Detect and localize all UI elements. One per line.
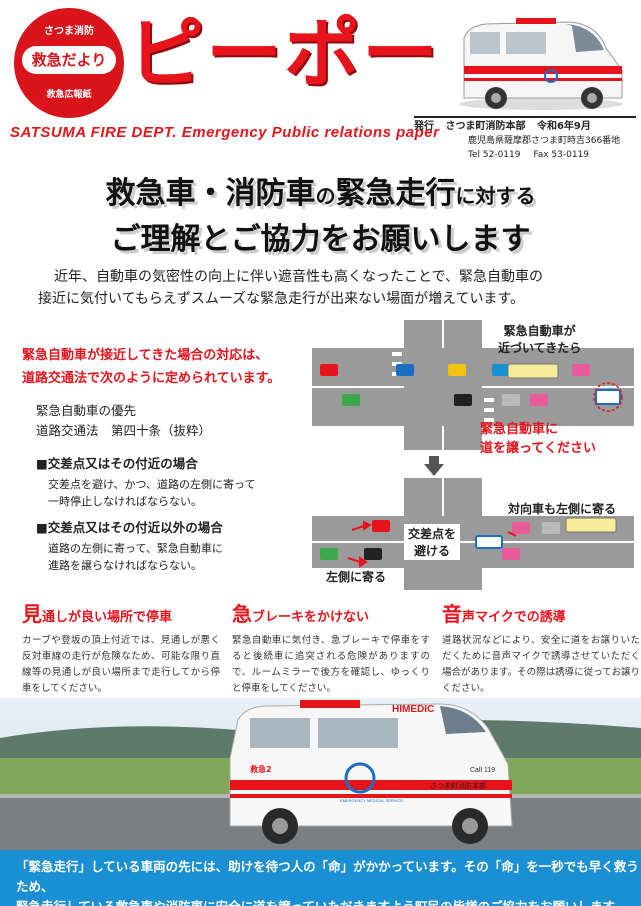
tip2-heading-rest: ブレーキをかけない bbox=[252, 610, 370, 625]
photo-call-text: Call 119 bbox=[470, 767, 495, 774]
publisher-label: 発行 bbox=[414, 121, 434, 132]
masthead-title: ピーポー bbox=[128, 9, 440, 98]
main-title-line1: 救急車・消防車の緊急走行に対する bbox=[0, 168, 641, 212]
diag1-yield-line2: 道を譲ってください bbox=[480, 441, 596, 456]
title-part4: に対する bbox=[455, 184, 536, 208]
diag2-avoid-line1: 交差点を bbox=[408, 527, 457, 541]
seal-top-text: さつま消防 bbox=[44, 26, 94, 37]
footer-line1: 「緊急走行」している車両の先には、助けを待つ人の「命」がかかっています。その「命… bbox=[16, 859, 639, 894]
tip1-heading-rest: 通しが良い場所で停車 bbox=[42, 610, 173, 625]
seal-mid-text: 救急だより bbox=[22, 46, 116, 74]
photo-brand-text: HIMEDIC bbox=[392, 704, 434, 715]
rule2-heading: ■交差点又はその付近以外の場合 bbox=[36, 520, 223, 535]
rule-non-intersection: ■交差点又はその付近以外の場合 道路の左側に寄って、緊急自動車に 進路を譲らなけ… bbox=[36, 519, 223, 574]
diag1-approach-label: 緊急自動車が 近づいてきたら bbox=[498, 322, 581, 356]
tip2-heading: 急ブレーキをかけない bbox=[232, 598, 430, 627]
tip-column-voice: 音声マイクでの誘導 道路状況などにより、安全に道をお譲りいただくために音声マイク… bbox=[442, 598, 640, 697]
publisher-address: 鹿児島県薩摩郡さつま町時吉366番地 bbox=[468, 136, 621, 146]
photo-emblem-text: EMERGENCY MEDICAL SERVICE bbox=[340, 798, 403, 803]
rule1-body1: 交差点を避け、かつ、道路の左側に寄って bbox=[48, 478, 256, 491]
intro-paragraph: 近年、自動車の気密性の向上に伴い遮音性も高くなったことで、緊急自動車の 接近に気… bbox=[38, 266, 614, 310]
rule-intersection: ■交差点又はその付近の場合 交差点を避け、かつ、道路の左側に寄って 一時停止しな… bbox=[36, 455, 255, 510]
tip2-body: 緊急自動車に気付き、急ブレーキで停車をすると後続車に追突される危険がありますので… bbox=[232, 635, 430, 694]
diag2-avoid-label: 交差点を 避ける bbox=[404, 524, 461, 560]
publisher-info: 発行 さつま町消防本部 令和6年9月 鹿児島県薩摩郡さつま町時吉366番地 Te… bbox=[414, 116, 636, 162]
diag1-approach-line2: 近づいてきたら bbox=[498, 341, 582, 355]
law-title: 緊急自動車の優先 bbox=[36, 403, 137, 418]
tip3-heading-rest: 声マイクでの誘導 bbox=[462, 610, 566, 625]
diag1-yield-label: 緊急自動車に 道を譲ってください bbox=[480, 418, 596, 456]
law-heading-line1: 緊急自動車が接近してきた場合の対応は、 bbox=[22, 348, 269, 363]
rule1-body2: 一時停止しなければならない。 bbox=[48, 495, 202, 508]
title-part2: の bbox=[315, 184, 336, 208]
intro-line1: 近年、自動車の気密性の向上に伴い遮音性も高くなったことで、緊急自動車の bbox=[54, 269, 544, 285]
issue-date: 令和6年9月 bbox=[536, 121, 591, 132]
photo-unit-text: 救急2 bbox=[250, 764, 272, 774]
tip3-heading-first: 音 bbox=[442, 602, 462, 626]
footer-line2: 緊急走行している救急車や消防車に安全に道を譲っていただきますよう町民の皆様のご協… bbox=[16, 897, 641, 906]
tip3-heading: 音声マイクでの誘導 bbox=[442, 598, 640, 627]
tip1-heading: 見通しが良い場所で停車 bbox=[22, 598, 220, 627]
tip2-heading-first: 急 bbox=[232, 602, 252, 626]
tip1-heading-first: 見 bbox=[22, 602, 42, 626]
diag1-yield-line1: 緊急自動車に bbox=[480, 422, 559, 437]
header: さつま消防 救急だより 救急広報紙 ピーポー SATSUMA FIRE DEPT… bbox=[0, 0, 641, 160]
intersection-diagram-before bbox=[312, 320, 634, 450]
title-part1: 救急車・消防車 bbox=[105, 176, 316, 211]
footer-message: 「緊急走行」している車両の先には、助けを待つ人の「命」がかかっています。その「命… bbox=[0, 850, 641, 906]
diag2-left-label: 左側に寄る bbox=[326, 570, 387, 584]
rule2-body2: 進路を譲らなければならない。 bbox=[48, 559, 202, 572]
law-article: 道路交通法 第四十条（抜粋） bbox=[36, 423, 212, 438]
main-title-line2: ご理解とご協力をお願いします bbox=[110, 222, 531, 257]
subbanner: SATSUMA FIRE DEPT. Emergency Public rela… bbox=[10, 124, 440, 141]
publisher-name: さつま町消防本部 bbox=[445, 121, 526, 132]
intro-line2: 接近に気付いてもらえずスムーズな緊急走行が出来ない場面が増えています。 bbox=[38, 291, 525, 307]
publisher-tel: Tel 52-0119 bbox=[468, 150, 521, 160]
law-citation: 緊急自動車の優先 道路交通法 第四十条（抜粋） bbox=[36, 401, 211, 441]
law-heading: 緊急自動車が接近してきた場合の対応は、 道路交通法で次のように定められています。 bbox=[22, 344, 312, 390]
tip3-body: 道路状況などにより、安全に道をお譲りいただくために音声マイクで誘導させていただく… bbox=[442, 635, 640, 694]
rule2-body1: 道路の左側に寄って、緊急自動車に bbox=[48, 542, 223, 555]
ambulance-photo: HIMEDIC Call 119 救急2 さつま町消防本部 EMERGENCY … bbox=[0, 698, 641, 850]
tip-column-visibility: 見通しが良い場所で停車 カーブや登坂の頂上付近では、見通しが悪く反対車線の走行が… bbox=[22, 598, 220, 697]
tip-column-braking: 急ブレーキをかけない 緊急自動車に気付き、急ブレーキで停車をすると後続車に追突さ… bbox=[232, 598, 430, 697]
tip1-body: カーブや登坂の頂上付近では、見通しが悪く反対車線の走行が危険なため、可能な限り直… bbox=[22, 635, 220, 694]
publisher-fax: Fax 53-0119 bbox=[533, 150, 590, 160]
arrow-down-icon bbox=[424, 456, 444, 476]
seal-logo: さつま消防 救急だより 救急広報紙 bbox=[14, 8, 124, 118]
ambulance-thumbnail-image bbox=[446, 8, 636, 113]
title-part3: 緊急走行 bbox=[335, 176, 456, 211]
law-heading-line2: 道路交通法で次のように定められています。 bbox=[22, 371, 281, 386]
rule1-heading: ■交差点又はその付近の場合 bbox=[36, 456, 198, 471]
seal-bottom-text: 救急広報紙 bbox=[46, 90, 92, 100]
diag2-avoid-line2: 避ける bbox=[414, 544, 451, 558]
diag1-approach-line1: 緊急自動車が bbox=[503, 324, 576, 338]
photo-dept-text: さつま町消防本部 bbox=[430, 781, 486, 790]
diag2-oncoming-label: 対向車も左側に寄る bbox=[508, 502, 617, 516]
